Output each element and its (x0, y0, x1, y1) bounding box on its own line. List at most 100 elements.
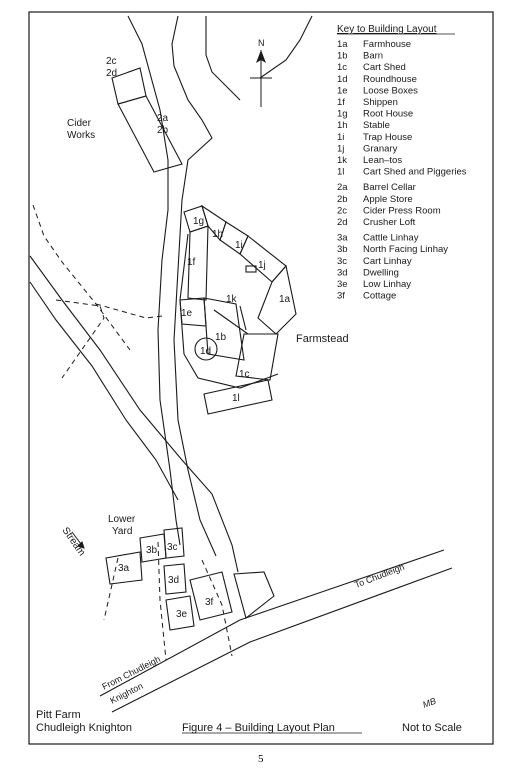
key-name: Farmhouse (363, 39, 411, 50)
key-code: 2a (337, 182, 348, 193)
key-code: 1a (337, 39, 348, 50)
building-3e-label: 3e (176, 609, 188, 620)
key-name: Granary (363, 143, 398, 154)
key-name: Stable (363, 120, 390, 131)
building-3c (163, 527, 185, 559)
key-name: Root House (363, 109, 413, 120)
building-1e-label: 1e (181, 308, 193, 319)
key-code: 2c (337, 205, 347, 216)
key-name: Cider Press Room (363, 205, 441, 216)
key-name: Lean–tos (363, 155, 402, 166)
north-label: N (258, 38, 265, 48)
stream-arrow (71, 531, 85, 549)
to-chudleigh-label: To Chudleigh (353, 562, 406, 590)
cider-works-label-1: Cider (67, 118, 92, 129)
building-1g-label: 1g (193, 216, 204, 227)
building-1a (257, 264, 297, 335)
key-name: Apple Store (363, 194, 413, 205)
page-number: 5 (258, 753, 264, 765)
key-code: 3b (337, 244, 348, 255)
building-1i (219, 221, 249, 255)
north-arrow: N (250, 38, 272, 107)
key-code: 1b (337, 51, 348, 62)
key-name: Cottage (363, 291, 396, 302)
building-2b-label: 2b (157, 125, 169, 136)
farmstead-label: Farmstead (296, 333, 349, 345)
key-code: 1i (337, 132, 344, 143)
building-1f (187, 225, 209, 301)
stream-label: Stream (60, 525, 87, 558)
building-1f-label: 1f (187, 257, 196, 268)
building-1l (203, 379, 273, 415)
lower-yard-label-1: Lower (108, 514, 136, 525)
key-code: 3f (337, 291, 345, 302)
key-name: Shippen (363, 97, 398, 108)
key-name: Loose Boxes (363, 85, 418, 96)
key-code: 1l (337, 167, 344, 178)
key-code: 1g (337, 109, 348, 120)
place-name-1: Pitt Farm (36, 709, 81, 721)
key-name: Cattle Linhay (363, 233, 419, 244)
figure-title: Figure 4 – Building Layout Plan (182, 722, 335, 734)
building-3a-label: 3a (118, 563, 130, 574)
cider-works-label-2: Works (67, 130, 95, 141)
key-name: Trap House (363, 132, 412, 143)
key-code: 1k (337, 155, 347, 166)
key-code: 2d (337, 217, 348, 228)
building-3c-label: 3c (167, 542, 178, 553)
lanes (29, 15, 313, 573)
key-name: Dwelling (363, 267, 399, 278)
lower-yard (105, 527, 275, 631)
page-frame (28, 11, 494, 745)
building-2d-label: 2d (106, 68, 117, 79)
key-code: 1h (337, 120, 348, 131)
building-1j-label: 1j (258, 260, 266, 271)
key-code: 3e (337, 279, 348, 290)
key-code: 2b (337, 194, 348, 205)
building-3d-label: 3d (168, 575, 179, 586)
building-3b-label: 3b (146, 545, 158, 556)
key-name: Barn (363, 51, 383, 62)
key-name: Cart Shed (363, 62, 406, 73)
scale-note: Not to Scale (402, 722, 462, 734)
cider-works (111, 67, 183, 173)
farmstead (179, 204, 297, 415)
key-code: 1f (337, 97, 345, 108)
building-2c-label: 2c (106, 56, 117, 67)
key-code: 1c (337, 62, 347, 73)
field-boundaries (32, 204, 233, 661)
building-1c (235, 333, 279, 381)
key-name: Crusher Loft (363, 217, 416, 228)
key-name: Barrel Cellar (363, 182, 416, 193)
key-code: 1d (337, 74, 348, 85)
key-code: 3d (337, 267, 348, 278)
lower-yard-label-2: Yard (112, 526, 132, 537)
building-1d-label: 1d (200, 346, 211, 357)
building-1h-label: 1h (212, 229, 223, 240)
key-name: Cart Shed and Piggeries (363, 167, 467, 178)
key-name: Cart Linhay (363, 256, 412, 267)
building-1l-label: 1l (232, 393, 240, 404)
building-2a-label: 2a (157, 113, 169, 124)
building-1a-label: 1a (279, 294, 291, 305)
building-1j (239, 235, 287, 283)
key-code: 3c (337, 256, 347, 267)
key-name: Low Linhay (363, 279, 411, 290)
building-1b (203, 297, 245, 361)
building-3d (163, 563, 187, 595)
key-code: 1j (337, 143, 344, 154)
building-1d (194, 337, 218, 361)
building-3e (165, 595, 195, 631)
building-3f (189, 571, 233, 621)
main-road (99, 549, 453, 713)
key-title: Key to Building Layout (337, 24, 437, 35)
building-1b-label: 1b (215, 332, 227, 343)
building-1k-label: 1k (226, 294, 238, 305)
place-name-2: Chudleigh Knighton (36, 722, 132, 734)
building-2a-2b (117, 95, 183, 173)
key-panel: Key to Building Layout 1a Farmhouse 1b Barn… (337, 24, 467, 302)
key-code: 3a (337, 233, 348, 244)
building-3a (105, 551, 143, 585)
key-code: 1e (337, 85, 348, 96)
